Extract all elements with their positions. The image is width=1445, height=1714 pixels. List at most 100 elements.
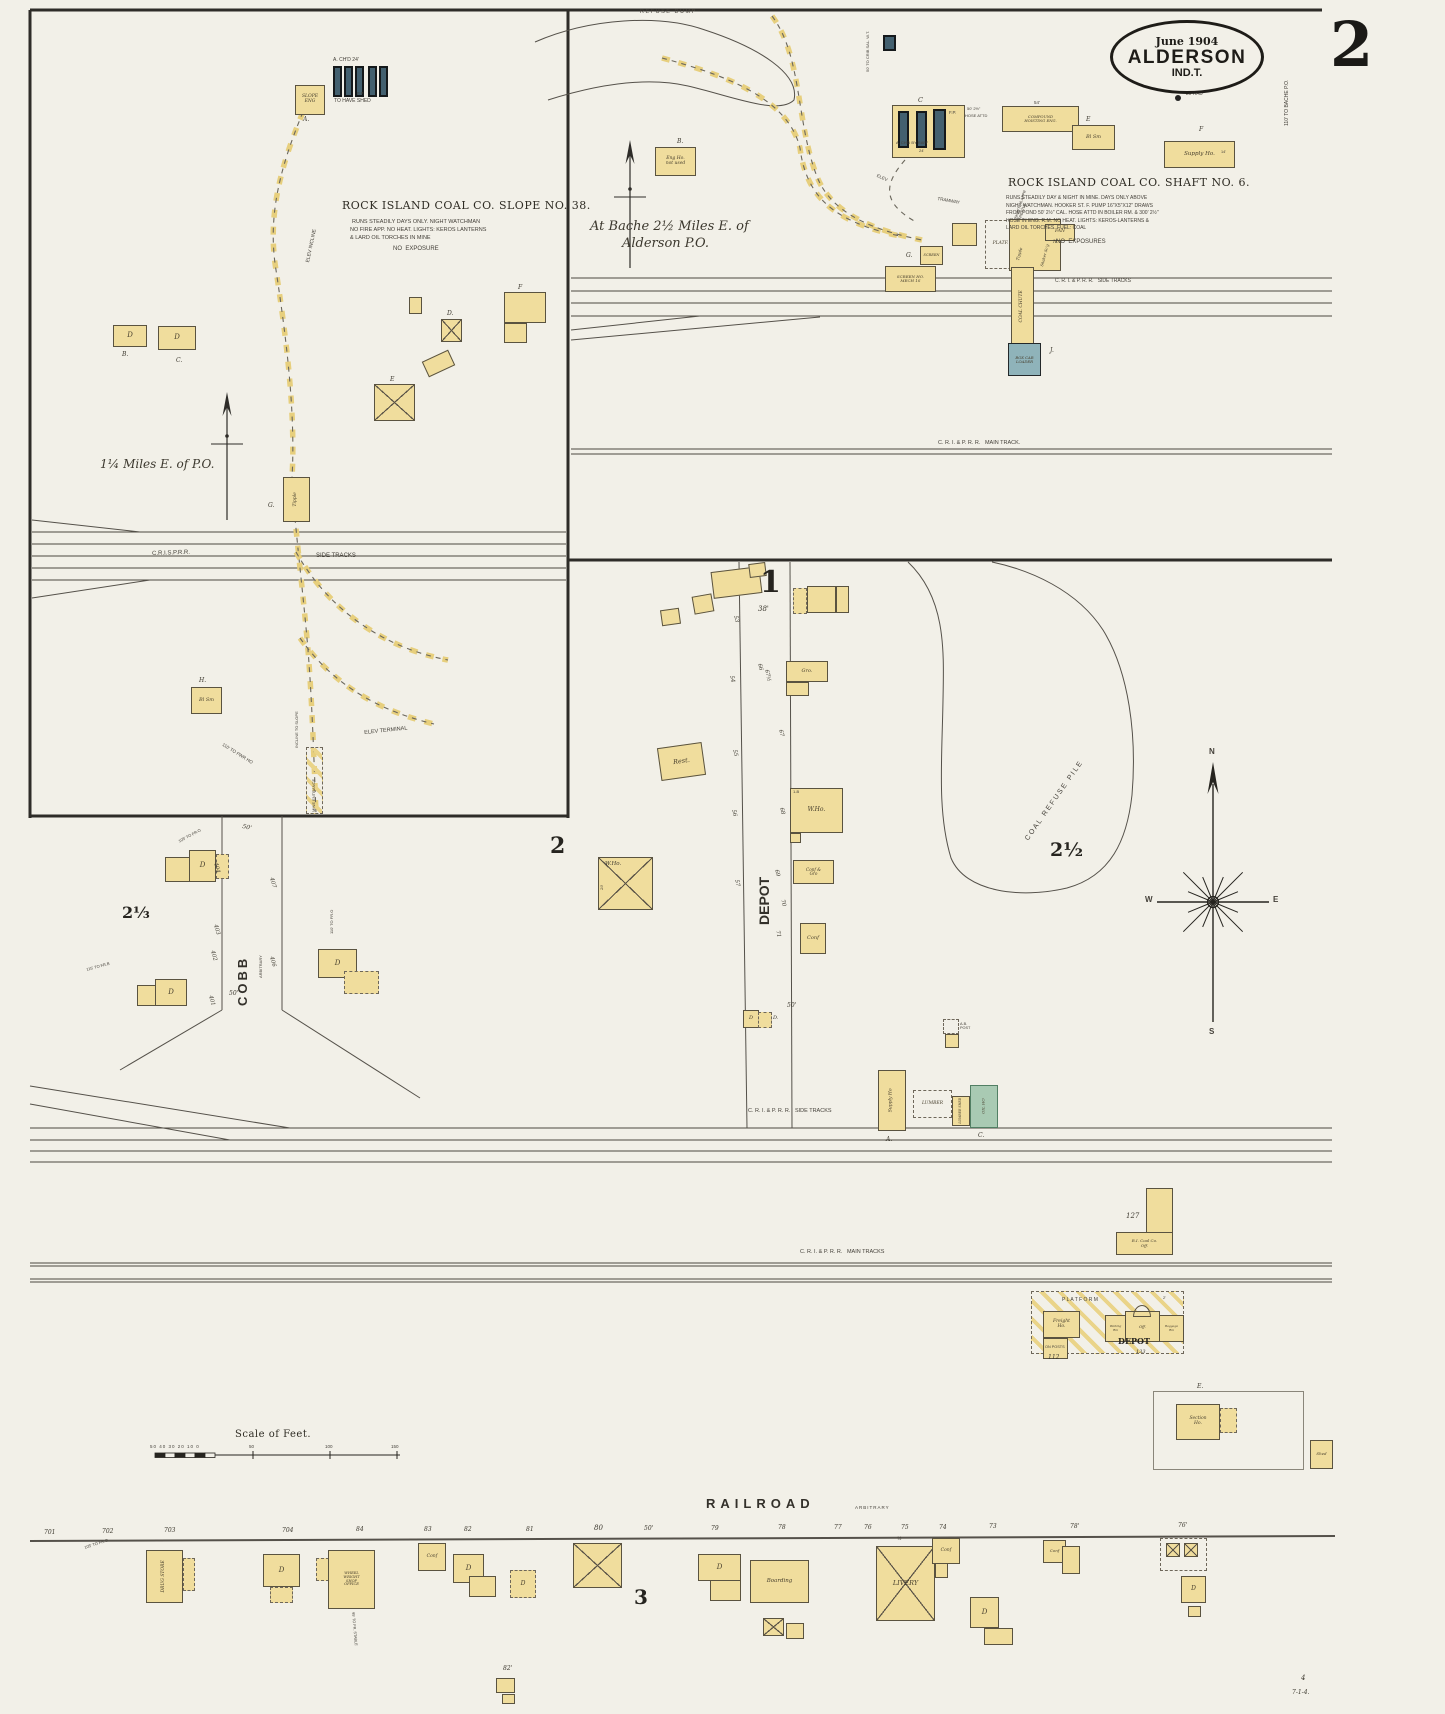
north-arrow-icon xyxy=(628,187,632,191)
building-dwelling-79-ext xyxy=(710,1580,741,1601)
label-lot-56: 56 xyxy=(730,809,738,818)
corner-mark: 4 xyxy=(1301,1674,1306,1682)
incline-tramway-hatch xyxy=(270,110,306,479)
building-conf-84: Conf xyxy=(418,1543,446,1571)
label-num-127: 127 xyxy=(1126,1212,1140,1220)
building-lumber-shed: LUMBER SHED xyxy=(952,1096,970,1126)
building-label-freight-house: Freight Ho. xyxy=(1053,1318,1070,1329)
label-lot-703: 703 xyxy=(164,1527,176,1534)
label-main-track-p2: C. R. I. & P. R. R. MAIN TRACK. xyxy=(938,440,1021,446)
compass-rose-icon xyxy=(1206,895,1220,909)
building-label-oil-house: OIL HO xyxy=(980,1098,986,1115)
building-supply-house-a: Supply Ho xyxy=(878,1070,906,1131)
label-slope-note-4: NO EXPOSURE xyxy=(393,246,439,252)
label-lot-82: 82 xyxy=(464,1526,472,1533)
building-label-conf-84: Conf xyxy=(426,1553,438,1559)
building-warehouse-x xyxy=(598,857,653,910)
building-dwelling-76: D xyxy=(1181,1576,1206,1603)
label-mine-entrance: MINE ENTRANCE xyxy=(311,778,316,812)
label-lab-1b: 1-B xyxy=(793,789,800,794)
label-shaft-note-3: FROM POND 50' 2½" CAL. HOSE ATTD IN BOIL… xyxy=(1006,210,1159,216)
label-lot-76: 76 xyxy=(864,1524,872,1531)
scale-tick-numbers: 50 40 30 20 10 0 xyxy=(150,1444,200,1449)
label-boiler-note-shaft: A. CH'D BY RAFF xyxy=(896,140,929,145)
label-cobb-arbitrary: ARBITRARY xyxy=(258,955,263,978)
building-grocery-main: Gro. xyxy=(786,661,828,682)
building-shed-82b xyxy=(502,1694,515,1704)
building-label-depot-waiting-rm: Waiting Rm xyxy=(1109,1324,1122,1332)
scale-of-feet-label: Scale of Feet. xyxy=(235,1429,312,1440)
building-label-shaft-platform: PLATF. xyxy=(992,241,1009,247)
building-dwelling-79: D xyxy=(698,1554,741,1581)
building-cobb-dwelling-1b: D xyxy=(189,850,216,882)
building-row-east-ext xyxy=(836,586,849,613)
building-warehouse-notch xyxy=(790,833,801,843)
label-street-railroad: RAILROAD xyxy=(706,1496,815,1511)
label-lot-55: 55 xyxy=(731,749,739,758)
building-label-warehouse-1b: W.Ho. xyxy=(807,806,826,814)
label-flag-c-oil: C. xyxy=(978,1132,985,1139)
compass-letter-s: S xyxy=(1209,1027,1215,1036)
street-line xyxy=(119,1009,223,1071)
scale-tick-number: 100 xyxy=(325,1444,333,1449)
label-dim-50-cobb-s: 50' xyxy=(229,990,239,997)
incline-tramway-dash xyxy=(272,111,304,479)
title-oval: June 1904 ALDERSON IND.T. xyxy=(1110,20,1264,94)
street-line xyxy=(31,579,151,599)
label-miles-po: 1¼ Miles E. of P.O. xyxy=(100,457,215,471)
label-shaft-note-1: RUNS STEADILY DAY & NIGHT IN MINE. DAYS … xyxy=(1006,195,1148,201)
label-depot-name: DEPOT xyxy=(1118,1336,1150,1346)
building-supply-house-f: Supply Ho. xyxy=(1164,141,1235,168)
label-block-2: 2 xyxy=(550,833,566,859)
building-ri-coal-office: R.I. Coal Co. Off. xyxy=(1116,1232,1173,1255)
building-bldg-f1a xyxy=(504,292,546,323)
label-lot-702: 702 xyxy=(102,1528,114,1535)
incline-tramway-dash xyxy=(771,15,923,241)
label-block-1: 1 xyxy=(760,565,781,600)
building-label-conf-75: Conf xyxy=(940,1547,952,1553)
label-flag-a-slope: A. xyxy=(303,116,310,123)
building-tipple-slope: Tipple xyxy=(283,477,310,522)
incline-tramway-dash xyxy=(661,57,901,237)
building-label-boarding-house: Boarding xyxy=(766,1577,793,1584)
label-street-depot: DEPOT xyxy=(756,876,772,925)
corner-mark-2: 7-1-4. xyxy=(1292,1689,1310,1696)
label-shaft-note-5: LARD OIL TORCHES. FUEL: COAL xyxy=(1006,225,1087,231)
building-slope-boiler-5 xyxy=(379,66,388,97)
compass-rose-icon xyxy=(1182,871,1214,903)
label-fp-slope: F.P. xyxy=(357,91,365,96)
label-dim-50-depot: 50' xyxy=(787,1002,797,1009)
building-slope-boiler-2 xyxy=(344,66,353,97)
label-lot-75: 75 xyxy=(901,1524,909,1531)
label-slope-title: ROCK ISLAND COAL CO. SLOPE NO. 38. xyxy=(342,199,591,212)
building-conf-75: Conf xyxy=(932,1538,960,1564)
label-lot-77: 77 xyxy=(834,1524,842,1531)
building-dwelling-704: D xyxy=(263,1554,300,1587)
building-row-east-porch xyxy=(793,588,807,614)
label-to-bache-po: 110' TO BACHE P.O. xyxy=(1284,79,1290,126)
label-flag-c2: C xyxy=(918,96,923,104)
label-flag-f2: F xyxy=(1199,126,1204,133)
building-label-restaurant: Rest. xyxy=(672,755,691,767)
label-block-2h: 2½ xyxy=(1050,839,1084,861)
building-blk1-bldg-3 xyxy=(659,607,682,627)
street-line xyxy=(31,519,141,533)
label-flag-b2: B. xyxy=(677,138,684,145)
label-slope-note-1: RUNS STEADILY DAYS ONLY. NIGHT WATCHMAN xyxy=(352,219,481,225)
building-label-screen-house: SCREEN HO. MECH 1S xyxy=(896,273,925,283)
label-lot-701: 701 xyxy=(44,1529,56,1536)
building-label-slope-eng-house: SLOPE ENG xyxy=(301,94,319,104)
building-label-fan-house: FAN xyxy=(1055,229,1065,235)
building-dwelling-83b: D xyxy=(510,1570,536,1598)
label-incline-to-slope: INCLINE TO SLOPE xyxy=(294,711,299,748)
building-conf-south: Conf xyxy=(800,923,826,954)
building-ab-post-bldg xyxy=(945,1034,959,1048)
compass-rose-icon xyxy=(1202,876,1214,903)
building-depot-baggage-rm: Baggage Rm xyxy=(1159,1315,1184,1342)
building-cobb-dwelling-2b: D xyxy=(155,979,187,1006)
building-label-wheelwright-shop: WHEEL WRIGHT SHOP OFFICE xyxy=(343,1570,360,1587)
street-line xyxy=(570,316,821,341)
label-flag-e1: E xyxy=(390,376,395,383)
label-shaft-note-2: NIGHT WATCHMAN. HOOKER ST. F. PUMP 16"X5… xyxy=(1006,202,1153,209)
label-flag-c1: C. xyxy=(176,357,183,364)
